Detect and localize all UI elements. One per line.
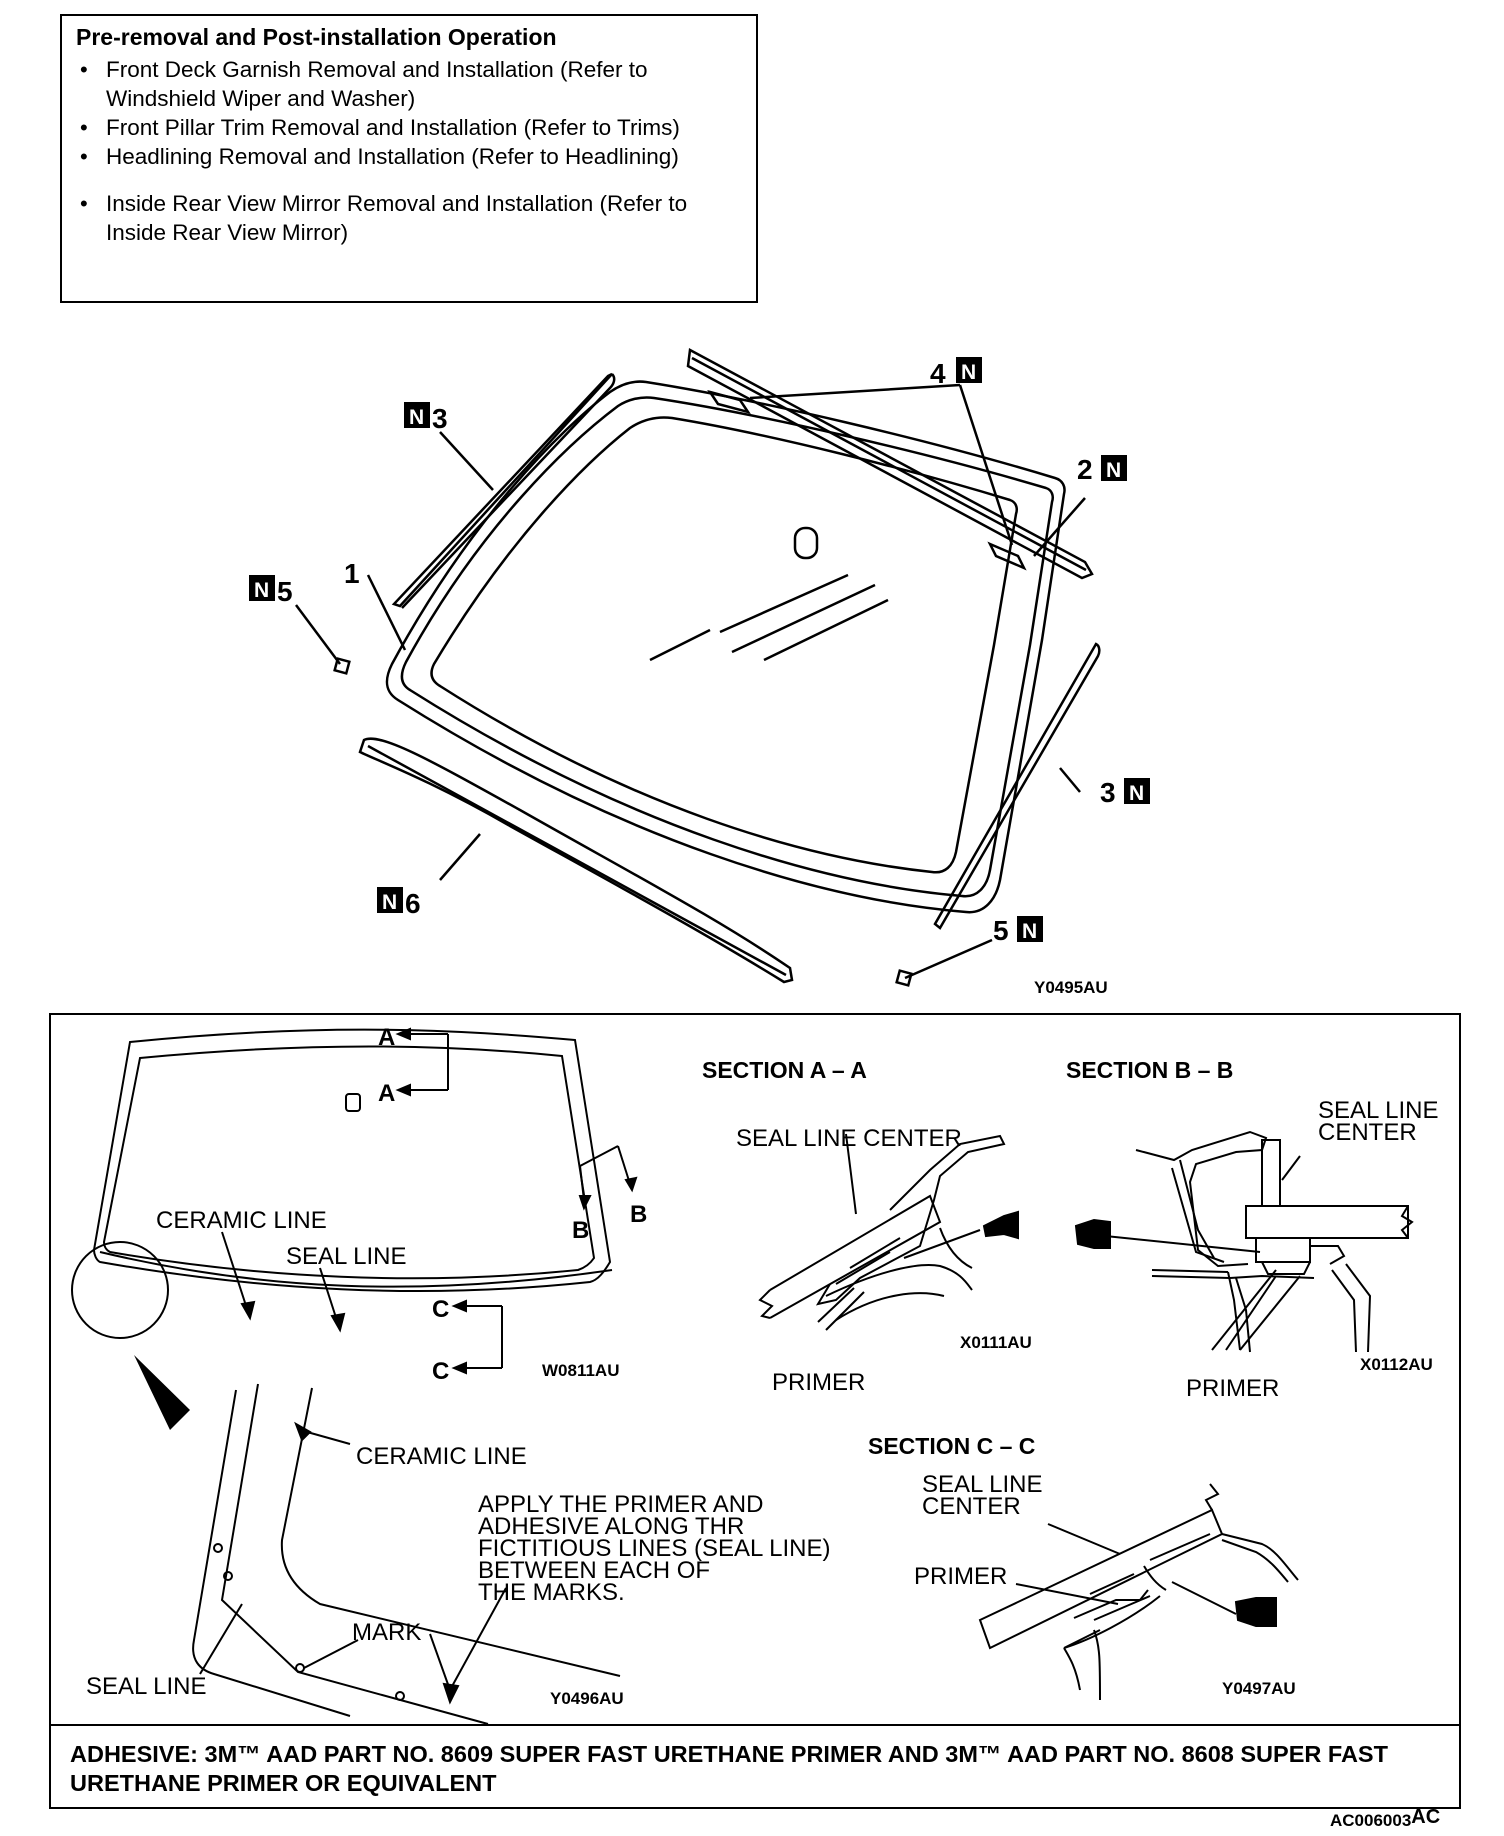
section-bb-title: SECTION B – B bbox=[1066, 1057, 1233, 1083]
corner-detail bbox=[192, 1383, 621, 1725]
new-mark: N bbox=[1129, 782, 1144, 805]
seal-line-center-cc-2: CENTER bbox=[922, 1493, 1021, 1520]
bottom-molding bbox=[358, 737, 794, 984]
document-code-main: AC006003 bbox=[1330, 1811, 1411, 1830]
windshield-code: W0811AU bbox=[542, 1361, 619, 1380]
corner-ceramic-line: CERAMIC LINE bbox=[356, 1443, 527, 1470]
windshield-glass-view bbox=[430, 416, 1018, 874]
seal-line-center-bb-2: CENTER bbox=[1318, 1119, 1417, 1146]
right-side-molding bbox=[933, 642, 1101, 930]
note-item: Inside Rear View Mirror Removal and Inst… bbox=[76, 189, 742, 247]
seal-windshield-view bbox=[71, 1027, 638, 1430]
section-bb-code: X0112AU bbox=[1360, 1355, 1433, 1374]
section-b-right: B bbox=[630, 1201, 647, 1228]
section-c-top: C bbox=[432, 1296, 449, 1323]
ceramic-line-label: CERAMIC LINE bbox=[156, 1207, 327, 1234]
document-code-suffix: AC bbox=[1411, 1806, 1440, 1828]
new-mark: N bbox=[409, 406, 424, 429]
primer-cc: PRIMER bbox=[914, 1563, 1007, 1590]
part-label-2: 2 bbox=[1077, 454, 1093, 485]
section-a-bottom: A bbox=[378, 1080, 395, 1107]
section-aa-title: SECTION A – A bbox=[702, 1057, 867, 1083]
section-b-left: B bbox=[572, 1217, 589, 1244]
left-side-molding bbox=[391, 372, 613, 608]
section-aa-code: X0111AU bbox=[960, 1333, 1032, 1352]
new-mark: N bbox=[382, 891, 397, 914]
new-mark: N bbox=[1106, 459, 1121, 482]
new-mark: N bbox=[961, 361, 976, 384]
note-list: Front Deck Garnish Removal and Installat… bbox=[76, 55, 742, 247]
corner-seal-line: SEAL LINE bbox=[86, 1673, 207, 1700]
new-mark: N bbox=[1022, 920, 1037, 943]
spacer-right bbox=[987, 541, 1027, 571]
top-molding bbox=[686, 348, 1094, 580]
section-cc-title: SECTION C – C bbox=[868, 1433, 1035, 1459]
windshield-glass-outer bbox=[385, 380, 1066, 914]
corner-instruction-5: THE MARKS. bbox=[478, 1579, 625, 1606]
primer-bb: PRIMER bbox=[1186, 1375, 1279, 1402]
section-aa: SECTION A – A SEAL LINE CENTER PRIMER X0… bbox=[702, 1057, 1032, 1396]
figure-code: Y0495AU bbox=[1034, 978, 1108, 997]
spacer-left bbox=[707, 389, 751, 415]
corner-code: Y0496AU bbox=[550, 1689, 624, 1708]
pre-removal-note: Pre-removal and Post-installation Operat… bbox=[60, 14, 758, 303]
part-label-5-right: 5 bbox=[993, 915, 1009, 946]
part-label-5-left: 5 bbox=[277, 576, 293, 607]
part-label-6: 6 bbox=[405, 888, 421, 919]
part-label-3-left: 3 bbox=[432, 403, 448, 434]
section-a-top: A bbox=[378, 1024, 395, 1051]
exploded-view bbox=[294, 348, 1101, 987]
document-code: AC006003AC bbox=[1330, 1806, 1440, 1830]
clip-left bbox=[333, 657, 351, 675]
part-label-3-right: 3 bbox=[1100, 777, 1116, 808]
new-mark: N bbox=[254, 579, 269, 602]
corner-instruction-4: BETWEEN EACH OF bbox=[478, 1557, 710, 1584]
seal-line-center-bb-1: SEAL LINE bbox=[1318, 1097, 1439, 1124]
note-title: Pre-removal and Post-installation Operat… bbox=[76, 24, 557, 50]
mark-label: MARK bbox=[352, 1619, 421, 1646]
seal-line-center-aa: SEAL LINE CENTER bbox=[736, 1125, 962, 1152]
detail-frame bbox=[49, 1013, 1461, 1809]
corner-instruction-3: FICTITIOUS LINES (SEAL LINE) bbox=[478, 1535, 831, 1562]
note-item: Front Deck Garnish Removal and Installat… bbox=[76, 55, 742, 113]
corner-instruction-1: APPLY THE PRIMER AND bbox=[478, 1491, 763, 1518]
part-labels: 4 N N 3 2 N 1 N 5 3 N N 6 5 N bbox=[249, 357, 1150, 946]
note-item: Headlining Removal and Installation (Ref… bbox=[76, 142, 742, 171]
section-c-bottom: C bbox=[432, 1358, 449, 1385]
seal-line-center-cc-1: SEAL LINE bbox=[922, 1471, 1043, 1498]
seal-line-label: SEAL LINE bbox=[286, 1243, 407, 1270]
primer-aa: PRIMER bbox=[772, 1369, 865, 1396]
mirror-mount-icon bbox=[793, 526, 819, 560]
corner-instruction-2: ADHESIVE ALONG THR bbox=[478, 1513, 744, 1540]
section-cc-code: Y0497AU bbox=[1222, 1679, 1296, 1698]
adhesive-note: ADHESIVE: 3M™ AAD PART NO. 8609 SUPER FA… bbox=[70, 1741, 1388, 1796]
note-item: Front Pillar Trim Removal and Installati… bbox=[76, 113, 742, 142]
clip-right bbox=[895, 969, 913, 987]
part-label-4: 4 bbox=[930, 358, 946, 389]
section-bb: SECTION B – B SEAL LINE CENTER bbox=[1066, 1057, 1439, 1402]
section-cc: SECTION C – C SEAL LINE CENTER PRIMER Y0… bbox=[868, 1433, 1299, 1701]
part-label-1: 1 bbox=[344, 558, 360, 589]
